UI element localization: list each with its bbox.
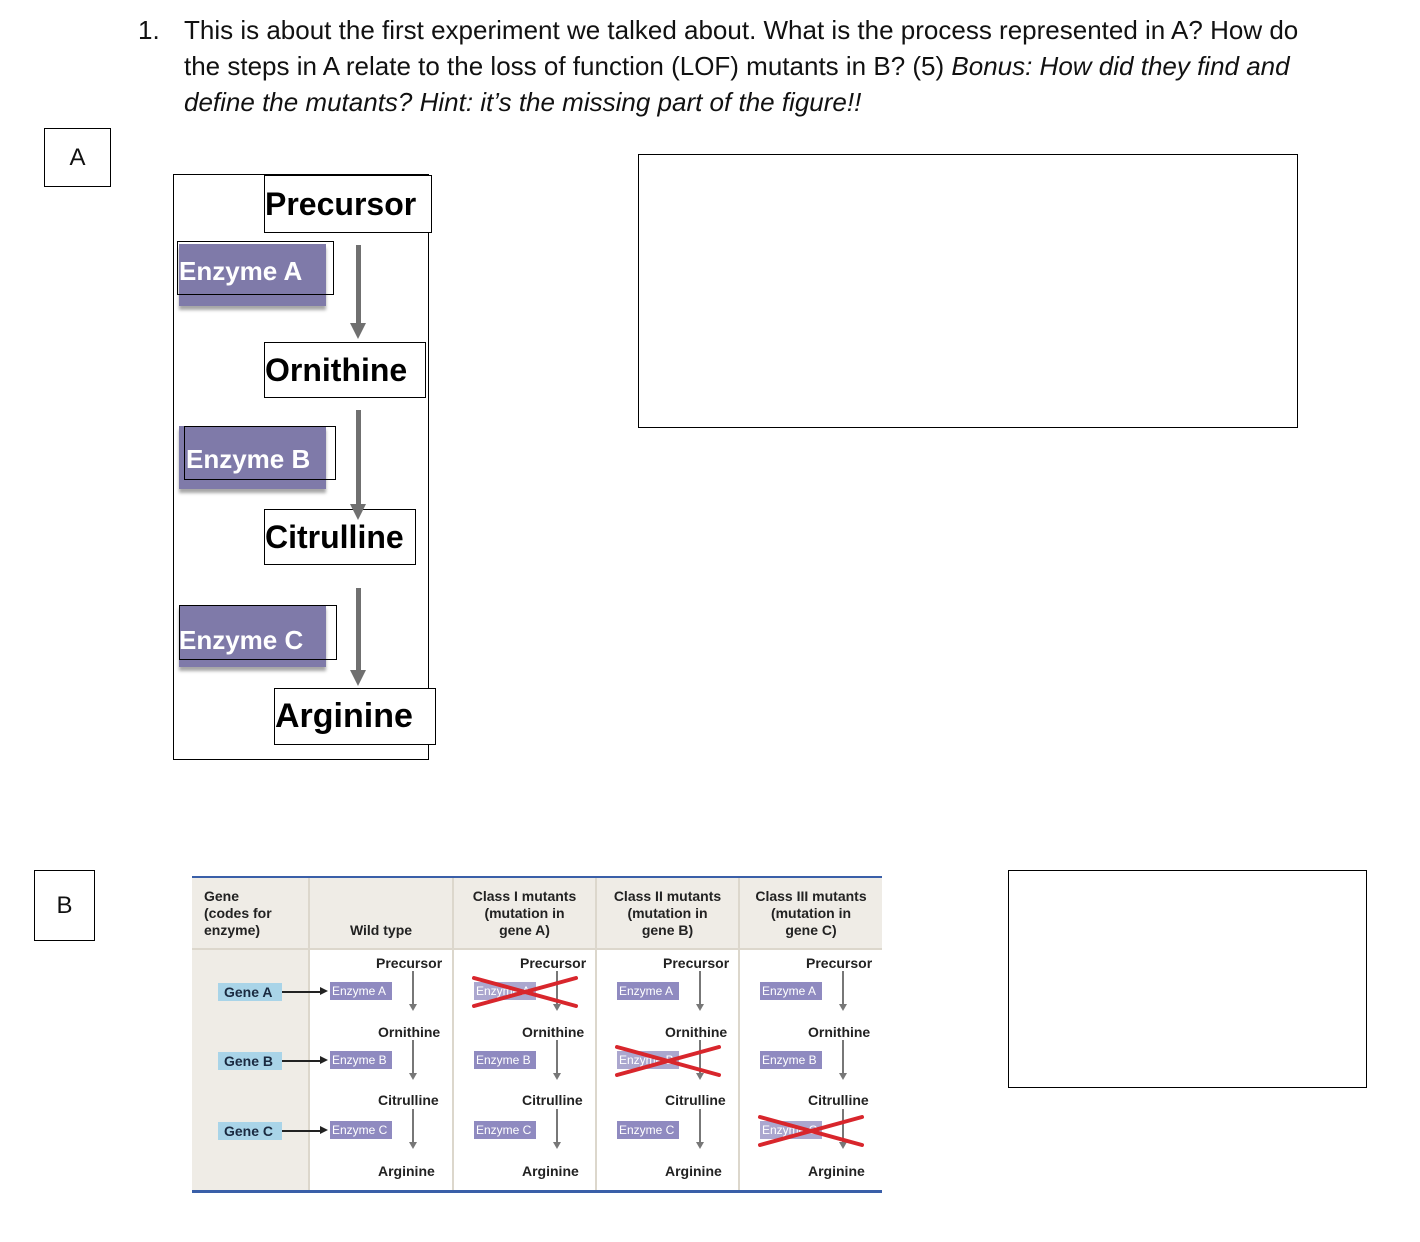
- enzyme-b-label: Enzyme B: [474, 1051, 536, 1069]
- gene-header: Gene (codes for enzyme): [204, 888, 272, 939]
- enzyme-a-block: Enzyme A: [177, 241, 334, 306]
- gene-header-line: Gene: [204, 888, 240, 904]
- col-header-class-2: Class II mutants (mutation in gene B): [597, 888, 738, 939]
- compound-arginine: Arginine: [274, 688, 436, 745]
- enzyme-a-outline: [177, 241, 334, 295]
- col-header-class-3: Class III mutants (mutation in gene C): [740, 888, 882, 939]
- enzyme-a-label: Enzyme A: [179, 256, 303, 286]
- answer-box-a[interactable]: [638, 154, 1298, 428]
- step-arrow: [553, 1040, 561, 1080]
- mutant-table: Gene (codes for enzyme) Wild type Class …: [192, 876, 882, 1193]
- enzyme-a-label: Enzyme A: [330, 982, 392, 1000]
- col-divider: [308, 878, 310, 1190]
- gene-c-label: Gene C: [218, 1122, 282, 1140]
- enzyme-c-label: Enzyme C: [617, 1121, 679, 1139]
- question-plain: This is about the first experiment we ta…: [184, 15, 1299, 81]
- enzyme-c-outline: [179, 605, 337, 660]
- compound-ornithine: Ornithine: [808, 1024, 871, 1040]
- col-header-line: (mutation in: [484, 905, 565, 921]
- question-text: This is about the first experiment we ta…: [184, 12, 1334, 120]
- col-header-line: Class I mutants: [472, 888, 577, 904]
- arrow-1: [350, 245, 366, 339]
- col-header-line: (mutation in: [770, 905, 852, 921]
- gene-c-arrow: [282, 1127, 328, 1133]
- gene-header-line: (codes for: [204, 905, 272, 921]
- col-header-line: (mutation in: [627, 905, 708, 921]
- enzyme-b-outline: [184, 426, 336, 480]
- step-arrow: [839, 971, 847, 1011]
- compound-ornithine: Ornithine: [378, 1024, 441, 1040]
- gene-b-arrow: [282, 1057, 328, 1063]
- step-arrow: [696, 1040, 704, 1080]
- enzyme-b-label: Enzyme B: [760, 1051, 822, 1069]
- enzyme-c-block: Enzyme C: [179, 605, 337, 667]
- compound-ornithine: Ornithine: [665, 1024, 728, 1040]
- arrow-3: [350, 588, 366, 686]
- enzyme-b-label: Enzyme B: [186, 444, 311, 474]
- compound-ornithine: Ornithine: [264, 342, 426, 398]
- enzyme-c-label: Enzyme C: [179, 625, 304, 655]
- enzyme-a-label: Enzyme A: [760, 982, 822, 1000]
- step-arrow: [839, 1109, 847, 1149]
- step-arrow: [409, 1040, 417, 1080]
- enzyme-c-label: Enzyme C: [330, 1121, 392, 1139]
- col-header-line: gene C): [785, 922, 837, 938]
- gene-b-label: Gene B: [218, 1052, 282, 1070]
- step-arrow: [409, 971, 417, 1011]
- compound-citrulline: Citrulline: [264, 509, 416, 565]
- label-b: B: [34, 870, 95, 941]
- step-arrow: [696, 1109, 704, 1149]
- label-a: A: [44, 128, 111, 187]
- compound-arginine: Arginine: [378, 1163, 435, 1179]
- step-arrow: [839, 1040, 847, 1080]
- step-arrow: [409, 1109, 417, 1149]
- compound-arginine: Arginine: [665, 1163, 722, 1179]
- compound-citrulline: Citrulline: [665, 1092, 726, 1108]
- col-divider: [738, 878, 740, 1190]
- compound-precursor: Precursor: [663, 955, 730, 971]
- compound-precursor: Precursor: [264, 175, 432, 233]
- compound-arginine: Arginine: [522, 1163, 579, 1179]
- enzyme-a-label: Enzyme A: [617, 982, 679, 1000]
- compound-ornithine: Ornithine: [522, 1024, 585, 1040]
- header-divider: [192, 948, 882, 950]
- col-header-class-1: Class I mutants (mutation in gene A): [454, 888, 595, 939]
- compound-citrulline: Citrulline: [808, 1092, 869, 1108]
- col-divider: [452, 878, 454, 1190]
- col-header-line: Class II mutants: [613, 888, 722, 904]
- pathway-panel-a: [173, 174, 429, 760]
- arrow-2: [350, 410, 366, 520]
- blocked-x-icon: [472, 976, 578, 1008]
- gene-a-arrow: [282, 988, 328, 994]
- col-header-wild-type: Wild type: [349, 922, 413, 938]
- col-header-line: gene B): [641, 922, 694, 938]
- blocked-x-icon: [758, 1115, 864, 1147]
- blocked-x-icon: [615, 1045, 721, 1077]
- compound-arginine: Arginine: [808, 1163, 865, 1179]
- answer-box-b[interactable]: [1008, 870, 1367, 1088]
- compound-precursor: Precursor: [520, 955, 587, 971]
- step-arrow: [553, 971, 561, 1011]
- compound-precursor: Precursor: [376, 955, 443, 971]
- step-arrow: [553, 1109, 561, 1149]
- col-divider: [595, 878, 597, 1190]
- compound-citrulline: Citrulline: [522, 1092, 583, 1108]
- enzyme-c-label: Enzyme C: [474, 1121, 536, 1139]
- compound-citrulline: Citrulline: [378, 1092, 439, 1108]
- compound-precursor: Precursor: [806, 955, 873, 971]
- step-arrow: [696, 971, 704, 1011]
- enzyme-b-label: Enzyme B: [330, 1051, 392, 1069]
- gene-a-label: Gene A: [218, 983, 282, 1001]
- question-number: 1.: [138, 15, 160, 45]
- question-bonus: Bonus: How did they find and define the …: [184, 51, 1290, 117]
- col-header-line: gene A): [499, 922, 550, 938]
- gene-header-line: enzyme): [204, 922, 261, 938]
- col-header-line: Class III mutants: [755, 888, 867, 904]
- enzyme-b-block: Enzyme B: [179, 426, 336, 489]
